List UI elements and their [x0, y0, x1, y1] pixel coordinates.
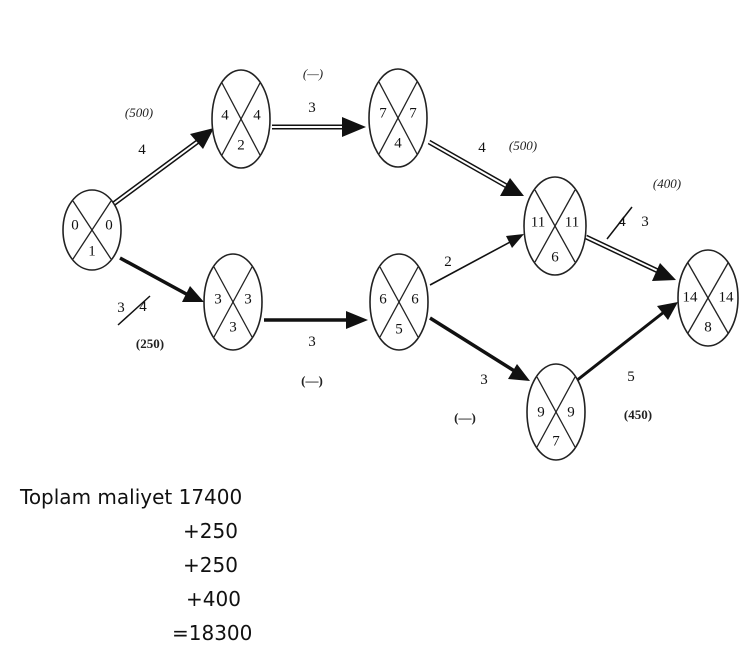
edge-n5-n7 [429, 316, 530, 381]
node-1-bottom: 1 [88, 243, 96, 259]
edge-crossed-duration-n6-n8: 4 [618, 214, 626, 230]
edge-duration-n6-n8: 3 [641, 214, 649, 230]
edge-cost-n4-n6: (500) [509, 138, 537, 153]
summary-total: =18300 [172, 621, 253, 645]
node-2-left: 4 [221, 107, 229, 123]
node-6-left: 11 [531, 214, 545, 230]
node-3-right: 3 [244, 291, 252, 307]
edge-n7-n8 [575, 302, 678, 383]
node-4-bottom: 4 [394, 135, 402, 151]
summary-title: Toplam maliyet 17400 [20, 485, 243, 509]
node-6-right: 11 [565, 214, 579, 230]
edge-duration-n2-n4: 3 [308, 100, 316, 116]
node-2: 4 4 2 [211, 69, 271, 169]
cost-summary: Toplam maliyet 17400 +250 +250 +400 =183… [20, 480, 252, 650]
summary-line-2: +250 [183, 553, 238, 577]
node-7-bottom: 7 [552, 433, 560, 449]
node-2-right: 4 [253, 107, 261, 123]
node-8-left: 14 [683, 289, 699, 305]
edge-n2-n4 [272, 117, 366, 137]
edge-n5-n6 [429, 234, 524, 286]
node-6-bottom: 6 [551, 249, 559, 265]
node-3-left: 3 [214, 291, 222, 307]
edge-cost-n7-n8: (450) [624, 407, 652, 422]
summary-line-1: +250 [183, 519, 238, 543]
edge-n3-n5 [264, 311, 368, 329]
node-8: 14 14 8 [677, 249, 739, 347]
edge-duration-n5-n6: 2 [444, 254, 452, 270]
node-1-right: 0 [105, 217, 113, 233]
edge-duration-n5-n7: 3 [480, 372, 488, 388]
strike-mark-n6-n8 [606, 206, 633, 240]
node-7-left: 9 [537, 404, 545, 420]
node-7: 9 9 7 [526, 363, 586, 461]
node-1: 0 0 1 [62, 189, 122, 271]
node-8-right: 14 [719, 289, 735, 305]
edge-cost-n6-n8: (400) [653, 176, 681, 191]
edge-n6-n8 [584, 234, 676, 281]
node-4-left: 7 [379, 105, 387, 121]
network-diagram: 4 (500) 3 4 (250) 3 (—) 3 (—) 4 (500) 2 … [62, 66, 739, 461]
node-5-left: 6 [379, 291, 387, 307]
node-1-left: 0 [71, 217, 79, 233]
edge-duration-n1-n2: 4 [138, 142, 146, 158]
node-5-right: 6 [411, 291, 419, 307]
edge-crossed-duration-n1-n3: 4 [139, 299, 147, 315]
edge-cost-n1-n3: (250) [136, 336, 164, 351]
edge-duration-n1-n3: 3 [117, 300, 125, 316]
edge-duration-n7-n8: 5 [627, 369, 635, 385]
node-6: 11 11 6 [523, 176, 587, 276]
summary-line-3: +400 [186, 587, 241, 611]
edge-cost-n2-n4: (—) [303, 66, 323, 81]
edge-cost-n5-n7: (—) [454, 410, 476, 425]
node-5-bottom: 5 [395, 321, 403, 337]
edge-duration-n3-n5: 3 [308, 334, 316, 350]
edge-n1-n3 [119, 256, 204, 302]
node-3: 3 3 3 [203, 253, 263, 351]
strike-mark-n1-n3 [117, 295, 151, 326]
node-7-right: 9 [567, 404, 575, 420]
edge-duration-n4-n6: 4 [478, 140, 486, 156]
node-4: 7 7 4 [368, 68, 428, 168]
node-2-bottom: 2 [237, 137, 245, 153]
node-3-bottom: 3 [229, 319, 237, 335]
edge-n4-n6 [427, 139, 524, 196]
node-5: 6 6 5 [369, 253, 429, 351]
edge-n1-n2 [110, 128, 214, 208]
edge-cost-n1-n2: (500) [125, 105, 153, 120]
node-4-right: 7 [409, 105, 417, 121]
edge-cost-n3-n5: (—) [301, 373, 323, 388]
node-8-bottom: 8 [704, 319, 712, 335]
